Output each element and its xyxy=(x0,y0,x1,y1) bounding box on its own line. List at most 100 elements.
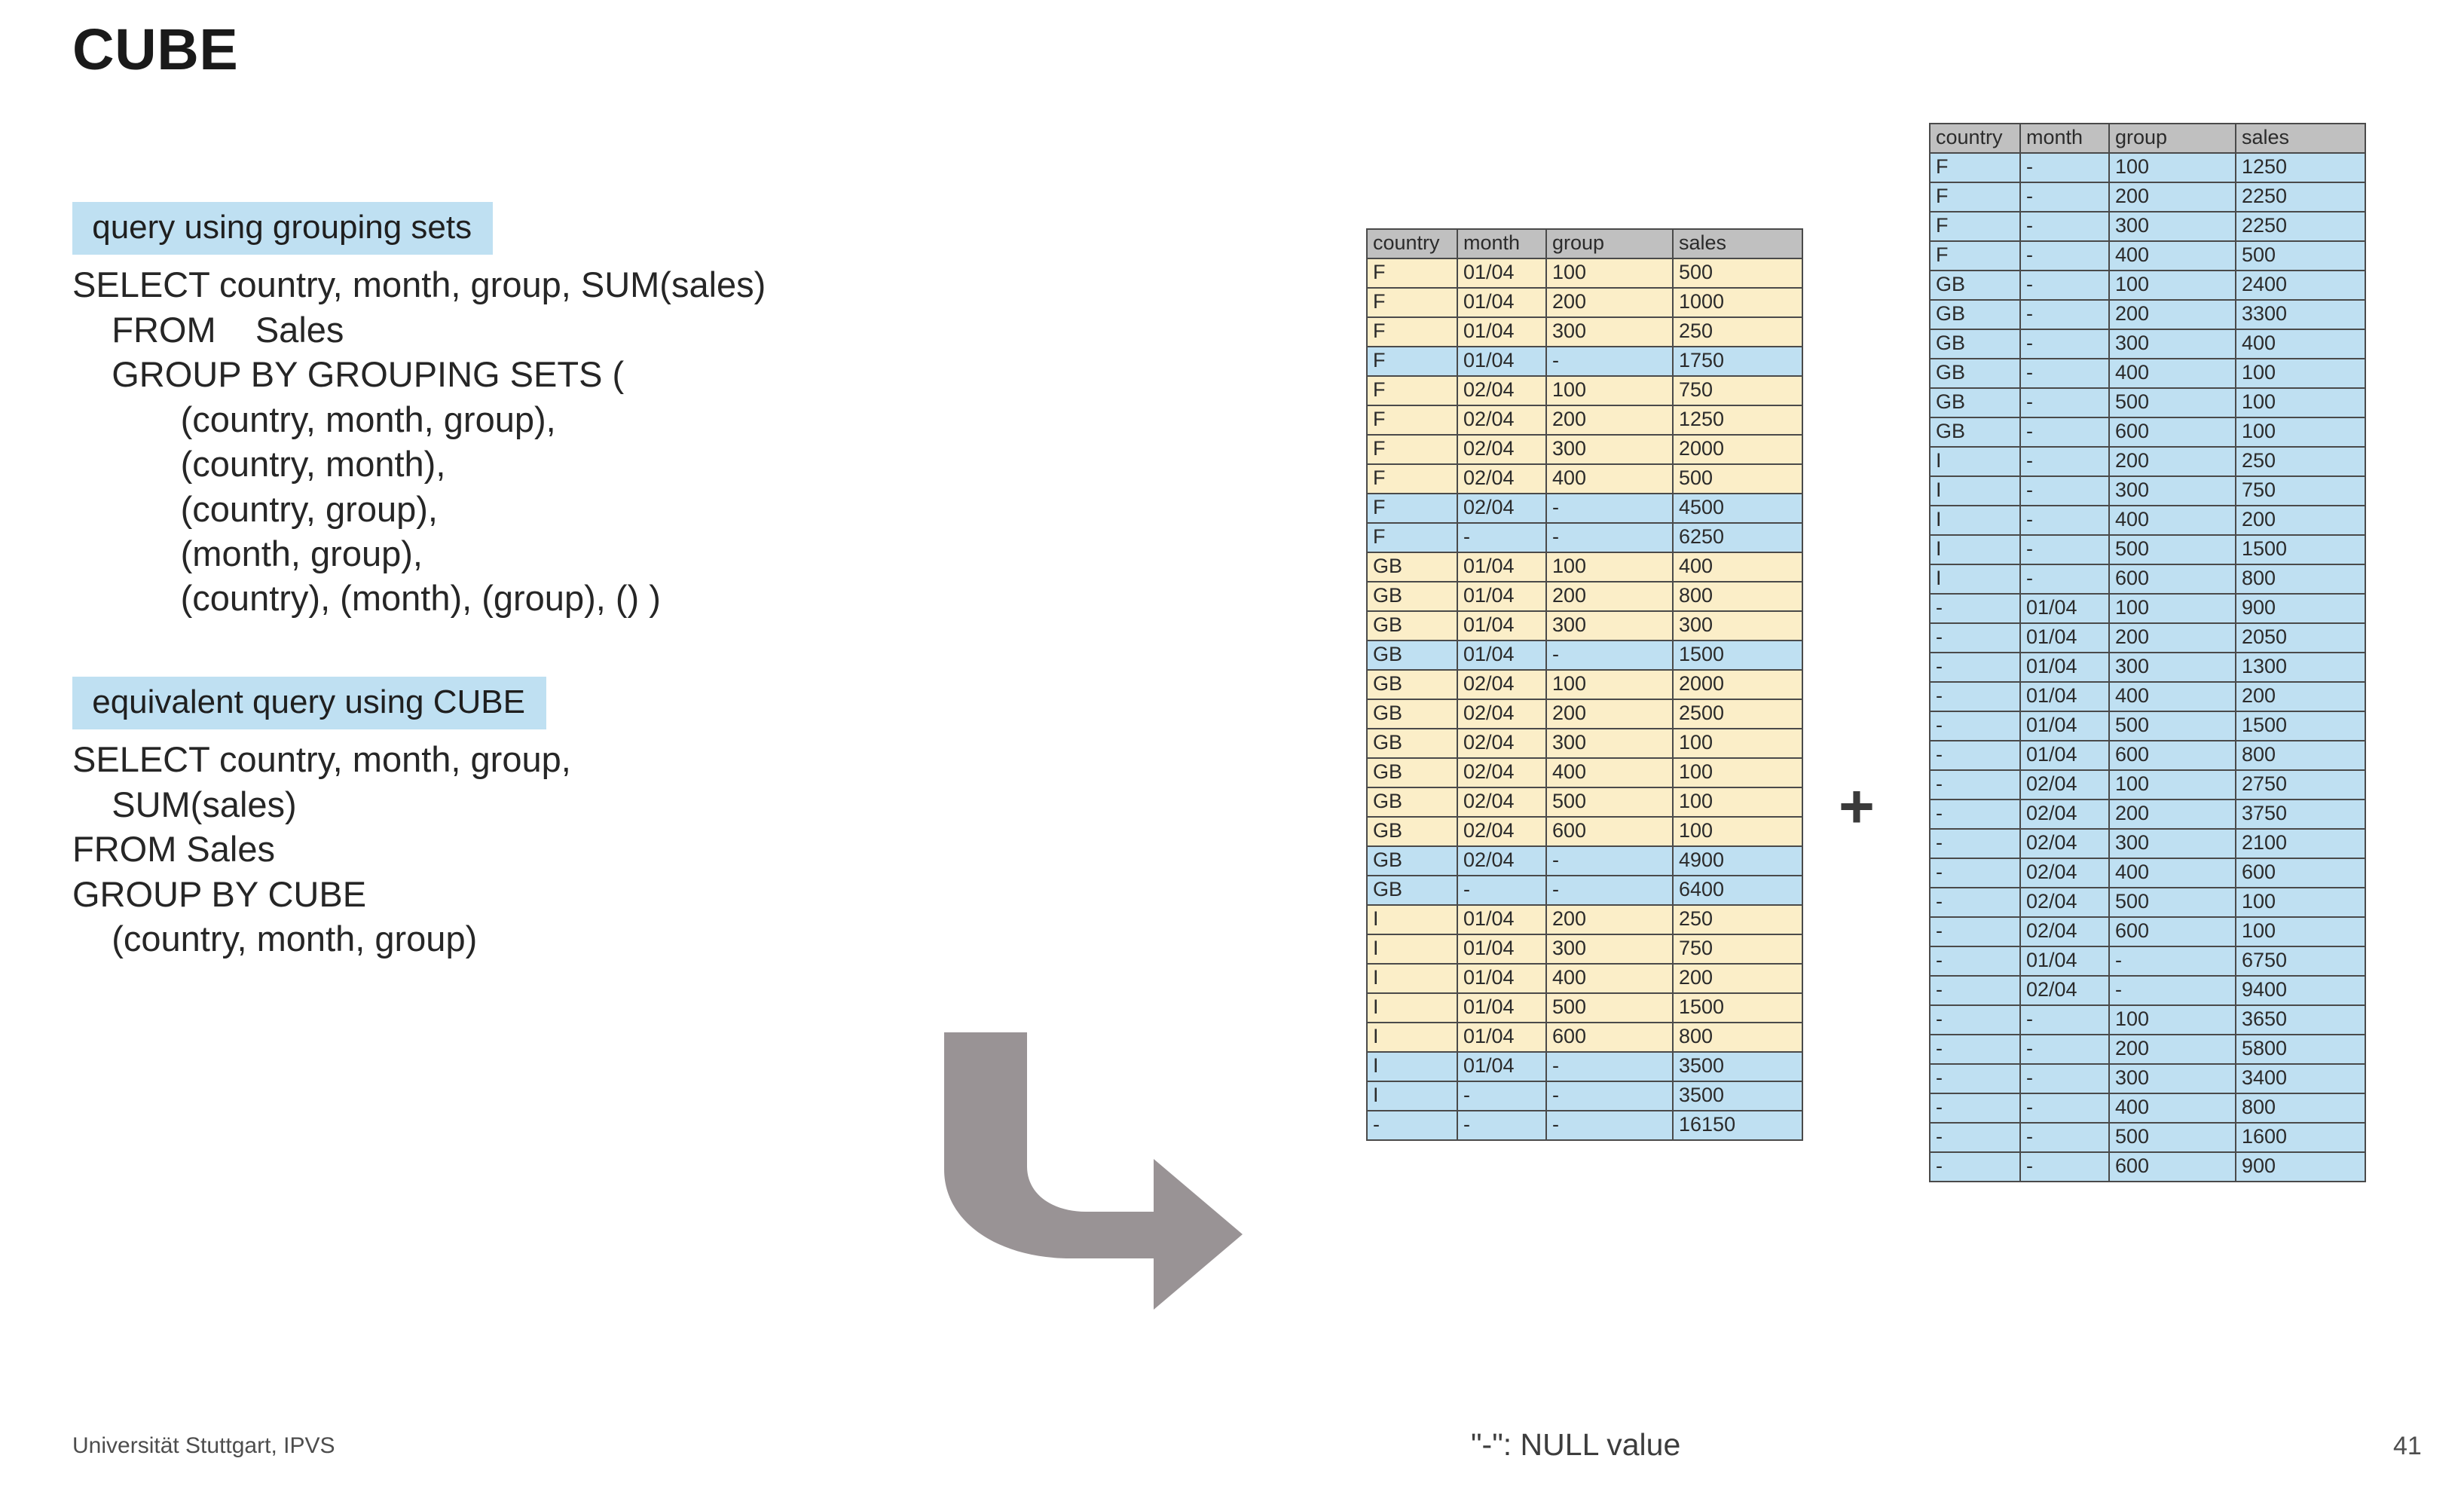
table-row: ---16150 xyxy=(1366,1110,1803,1141)
column-header-country: country xyxy=(1929,123,2021,154)
cell-sales: 1600 xyxy=(2235,1122,2366,1153)
cell-month: - xyxy=(2019,329,2110,359)
cell-country: GB xyxy=(1929,299,2021,330)
cell-group: - xyxy=(1545,845,1674,876)
cell-country: - xyxy=(1929,1004,2021,1035)
cell-sales: 2000 xyxy=(1672,434,1803,465)
cell-sales: 900 xyxy=(2235,1151,2366,1182)
cell-month: 01/04 xyxy=(1457,581,1547,612)
cell-month: 01/04 xyxy=(1457,963,1547,994)
cell-month: - xyxy=(2019,534,2110,565)
cell-month: 01/04 xyxy=(1457,610,1547,641)
cell-country: - xyxy=(1929,916,2021,947)
cell-month: 01/04 xyxy=(1457,904,1547,935)
cell-group: 300 xyxy=(2108,329,2236,359)
cell-sales: 2750 xyxy=(2235,769,2366,800)
cell-sales: 3500 xyxy=(1672,1051,1803,1082)
cell-sales: 4500 xyxy=(1672,493,1803,524)
cell-sales: 1500 xyxy=(1672,992,1803,1023)
cell-month: 02/04 xyxy=(1457,375,1547,406)
cell-month: 02/04 xyxy=(1457,757,1547,788)
cell-country: I xyxy=(1366,934,1458,965)
cell-month: - xyxy=(2019,1063,2110,1094)
cell-group: 200 xyxy=(2108,446,2236,477)
cell-country: - xyxy=(1929,593,2021,624)
table-row: -01/04-6750 xyxy=(1929,946,2366,977)
cell-group: 200 xyxy=(2108,622,2236,653)
cell-month: 01/04 xyxy=(1457,316,1547,347)
column-header-sales: sales xyxy=(2235,123,2366,154)
cell-sales: 1500 xyxy=(2235,711,2366,741)
cell-country: I xyxy=(1929,475,2021,506)
cell-month: - xyxy=(2019,446,2110,477)
cell-group: 100 xyxy=(2108,593,2236,624)
cell-sales: 800 xyxy=(1672,581,1803,612)
cell-country: - xyxy=(1929,1093,2021,1124)
cell-sales: 1500 xyxy=(1672,640,1803,671)
cell-sales: 500 xyxy=(1672,258,1803,289)
cell-month: 02/04 xyxy=(2019,975,2110,1006)
cell-sales: 100 xyxy=(1672,787,1803,818)
cell-group: 300 xyxy=(2108,652,2236,683)
cell-country: F xyxy=(1366,287,1458,318)
cell-sales: 6750 xyxy=(2235,946,2366,977)
column-header-country: country xyxy=(1366,228,1458,259)
curved-arrow-icon xyxy=(938,1032,1277,1334)
plus-operator-icon: + xyxy=(1839,772,1875,841)
cell-country: GB xyxy=(1929,387,2021,418)
cell-country: F xyxy=(1929,240,2021,271)
cell-month: 01/04 xyxy=(1457,1051,1547,1082)
cell-group: 600 xyxy=(2108,564,2236,595)
query-block-cube: equivalent query using CUBE SELECT count… xyxy=(72,676,1248,962)
table-row: F--6250 xyxy=(1366,522,1803,553)
cell-sales: 800 xyxy=(2235,564,2366,595)
cell-group: 200 xyxy=(2108,1034,2236,1065)
cell-group: 300 xyxy=(1545,934,1674,965)
cell-country: I xyxy=(1929,446,2021,477)
cell-group: 500 xyxy=(2108,1122,2236,1153)
cell-group: - xyxy=(2108,975,2236,1006)
sql-line: (country, month), xyxy=(72,444,446,485)
cell-country: - xyxy=(1929,769,2021,800)
cell-sales: 6400 xyxy=(1672,875,1803,906)
cell-group: 400 xyxy=(2108,505,2236,536)
query-heading-cube: equivalent query using CUBE xyxy=(72,676,547,730)
cell-month: 01/04 xyxy=(1457,552,1547,582)
sql-line: (country, group), xyxy=(72,488,438,529)
sql-line: FROM Sales xyxy=(72,829,275,870)
cell-month: 02/04 xyxy=(1457,493,1547,524)
cell-country: GB xyxy=(1366,640,1458,671)
cell-sales: 2050 xyxy=(2235,622,2366,653)
cell-month: 02/04 xyxy=(1457,669,1547,700)
cell-group: - xyxy=(1545,1081,1674,1111)
cell-sales: 1300 xyxy=(2235,652,2366,683)
cell-country: I xyxy=(1366,1051,1458,1082)
cell-group: 400 xyxy=(2108,858,2236,888)
cell-month: 01/04 xyxy=(1457,992,1547,1023)
cell-country: - xyxy=(1929,740,2021,771)
cell-country: - xyxy=(1929,946,2021,977)
cell-group: 200 xyxy=(1545,405,1674,436)
cell-country: - xyxy=(1366,1110,1458,1141)
cell-month: - xyxy=(2019,475,2110,506)
cell-country: GB xyxy=(1929,329,2021,359)
cell-group: 500 xyxy=(1545,787,1674,818)
cell-group: 300 xyxy=(1545,316,1674,347)
cell-sales: 2250 xyxy=(2235,182,2366,212)
cell-country: GB xyxy=(1366,845,1458,876)
cell-sales: 100 xyxy=(1672,757,1803,788)
cell-month: 02/04 xyxy=(2019,858,2110,888)
